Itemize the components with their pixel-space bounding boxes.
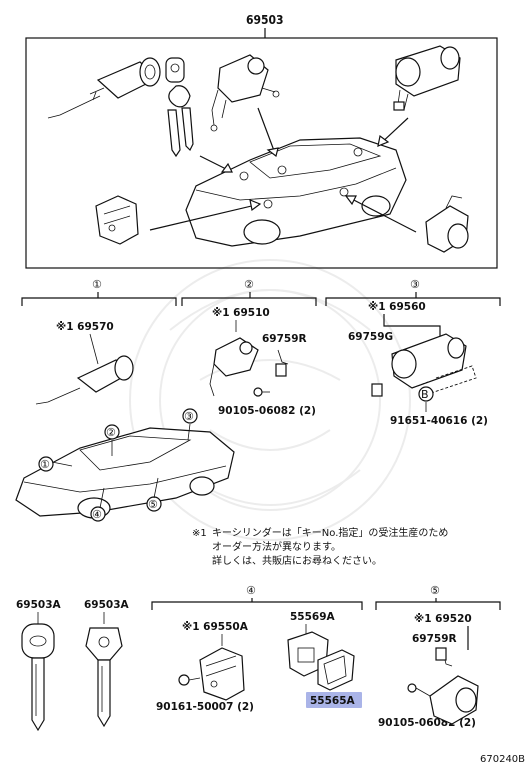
door-cylinder-small-icon-5 [407, 626, 479, 725]
note-line-3: 詳しくは、共販店にお尋ねください。 [212, 554, 382, 567]
part-69759R-label-2: 69759R [412, 633, 457, 645]
car-marker-5: ⑤ [148, 498, 158, 511]
note-mark: ※1 [192, 528, 207, 539]
section-5: ⑤ [375, 584, 501, 610]
door-cylinder-icon-right [425, 195, 469, 253]
top-group-frame [25, 37, 498, 269]
note-line-1: キーシリンダーは「キーNo.指定」の受注生産のため [212, 526, 448, 539]
section-3: ③ [325, 278, 501, 306]
car-marker-4: ④ [92, 508, 102, 521]
pad-icon [317, 649, 355, 691]
diagram-code: 670240B [480, 754, 525, 765]
section-marker-2: ② [244, 278, 254, 291]
section-marker-4: ④ [246, 584, 256, 597]
section-2: ② [181, 278, 317, 306]
key-right-label: 69503A [84, 599, 130, 611]
part-69570-label: ※1 69570 [56, 321, 114, 333]
car-illustration-top [185, 137, 407, 247]
master-key-icon [21, 612, 55, 732]
part-91651-label: 91651-40616 (2) [390, 415, 488, 427]
car-marker-3: ③ [184, 410, 194, 423]
ignition-cylinder-small-icon [35, 333, 134, 405]
section-4: ④ [151, 584, 363, 610]
part-69759R-label: 69759R [262, 333, 307, 345]
part-55569A-label: 55569A [290, 611, 336, 623]
door-lock-cylinder-small-icon [209, 320, 289, 397]
top-group-label: 69503 [246, 13, 284, 27]
door-lock-cylinder-icon [210, 54, 280, 132]
part-69759G-label: 69759G [348, 331, 393, 343]
trunk-lock-cylinder-icon [393, 45, 461, 111]
part-90105-label-2: 90105-06082 (2) [218, 405, 316, 417]
part-69510-label: ※1 69510 [212, 307, 270, 319]
part-69520-label: ※1 69520 [414, 613, 472, 625]
door-lock-assembly-icon [95, 195, 139, 245]
key-left-label: 69503A [16, 599, 62, 611]
key-icon [165, 57, 194, 158]
sub-key-icon [85, 612, 123, 728]
highlight-box [306, 692, 362, 708]
car-marker-2: ② [106, 426, 116, 439]
section-marker-3: ③ [410, 278, 420, 291]
part-55565A-label: 55565A [310, 695, 356, 707]
car-illustration-middle: ① ② ③ ④ ⑤ [15, 408, 235, 522]
ignition-cylinder-icon [47, 57, 161, 119]
watermark [129, 259, 411, 541]
trunk-cylinder-small-icon: B [371, 314, 477, 412]
section-marker-5: ⑤ [430, 584, 440, 597]
part-55565A-highlight: 55565A [306, 692, 362, 708]
car-marker-1: ① [40, 458, 50, 471]
door-lock-unit-icon [178, 634, 245, 701]
part-69560-label: ※1 69560 [368, 301, 426, 313]
section-letter-B: B [421, 388, 429, 401]
part-90161-label: 90161-50007 (2) [156, 701, 254, 713]
pointer-arrows [149, 107, 417, 233]
note-line-2: オーダー方法が異なります。 [212, 540, 341, 553]
section-1: ① [21, 278, 177, 306]
section-marker-1: ① [92, 278, 102, 291]
part-69550A-label: ※1 69550A [182, 621, 249, 633]
order-note: ※1 キーシリンダーは「キーNo.指定」の受注生産のため オーダー方法が異なりま… [192, 526, 448, 567]
